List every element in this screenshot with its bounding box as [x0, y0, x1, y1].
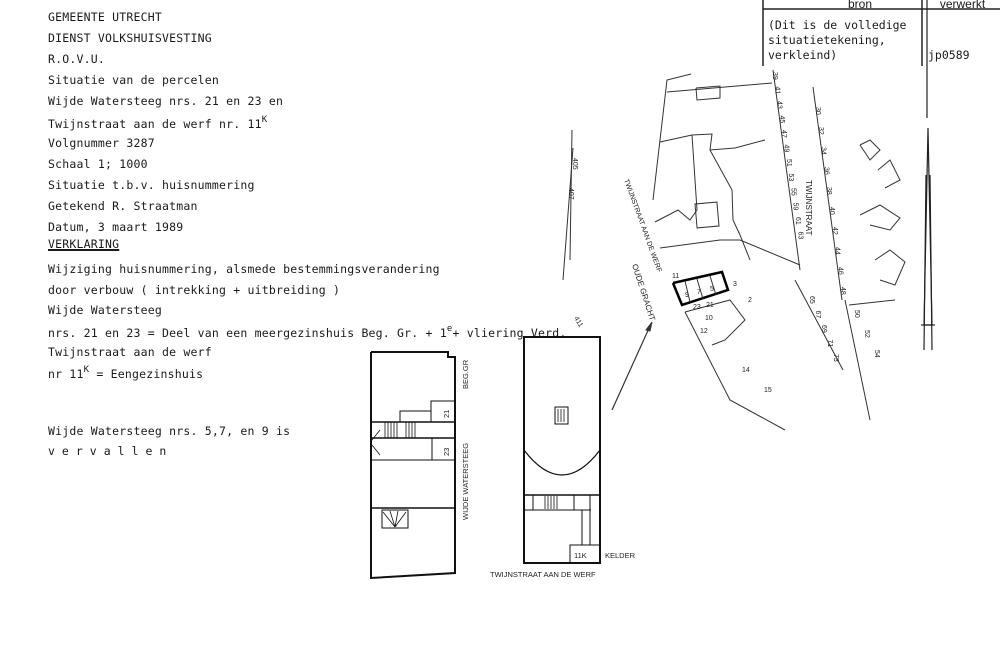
street-number: 54: [873, 350, 880, 358]
body-text: nrs. 21 en 23 = Deel van een meergezinsh…: [48, 326, 447, 340]
street-number: 36: [822, 167, 829, 175]
rovu-line: R.O.V.U.: [48, 52, 105, 66]
floor-plan-twijnstraat: [523, 336, 601, 564]
street-number: 40: [828, 207, 835, 215]
map-number: 9: [685, 292, 689, 299]
bron-line: verkleind): [768, 48, 838, 62]
north-arrow-icon: [921, 0, 935, 351]
table-lines: [762, 0, 1000, 66]
verklaring-heading: VERKLARING: [48, 237, 120, 251]
department-line: DIENST VOLKSHUISVESTING: [48, 31, 212, 45]
body-line: Wijde Watersteeg nrs. 5,7, en 9 is: [48, 424, 291, 438]
title-line: Situatie van de percelen: [48, 73, 219, 87]
superscript-k: K: [83, 365, 90, 375]
map-number: 411: [572, 316, 584, 329]
floor-plan-wijde-watersteeg: [370, 351, 456, 580]
street-number: 43: [776, 101, 783, 109]
superscript-k: K: [261, 115, 268, 125]
street-number: 41: [773, 87, 780, 95]
block-labels: 11 9 7 5 3 23 21 10 12 14 15 2: [672, 273, 772, 394]
left-plan-labels: BEG.GR 21 23 WIJDE WATERSTEEG: [442, 359, 470, 520]
street-number: 59: [792, 203, 799, 211]
street-number: 73: [832, 354, 839, 362]
street-label-werf: TWIJNSTRAAT AAN DE WERF: [622, 178, 662, 273]
street-number: 45: [778, 116, 785, 124]
body-line: Wijde Watersteeg: [48, 303, 162, 317]
table-bron-cell: (Dit is de volledige situatietekening, v…: [768, 18, 906, 63]
street-number: 65: [808, 296, 815, 304]
street-number: 50: [853, 310, 860, 318]
situation-map: [562, 69, 906, 431]
street-number: 55: [789, 188, 796, 196]
street-number: 52: [863, 330, 870, 338]
map-number: 3: [733, 281, 737, 288]
address-line: Wijde Watersteeg nrs. 21 en 23 en: [48, 94, 284, 108]
municipality-line: GEMEENTE UTRECHT: [48, 10, 162, 24]
street-number: 61: [794, 217, 801, 225]
street-number: 30: [814, 107, 821, 115]
street-number: 42: [831, 227, 838, 235]
table-verwerkt-cell: jp0589: [928, 48, 970, 62]
label-beg-gr: BEG.GR: [461, 359, 470, 389]
map-number: 10: [705, 315, 713, 322]
street-numbers-west-side: 39 41 43 45 47 49 51 53 55 59 61 63 65 67 69 71 73: [771, 72, 839, 362]
map-number: 7: [697, 289, 701, 296]
map-number: 5: [710, 286, 714, 293]
superscript-e: e: [446, 324, 453, 334]
bron-line: (Dit is de volledige: [768, 18, 907, 32]
right-plan-labels: 11K KELDER TWIJNSTRAAT AAN DE WERF: [490, 551, 636, 579]
body-line: vervallen: [48, 444, 174, 458]
street-number: 49: [783, 145, 790, 153]
street-number: 34: [820, 147, 827, 155]
label-23: 23: [442, 448, 451, 456]
map-number: 407: [567, 188, 574, 200]
body-line: nr 11K = Eengezinshuis: [48, 365, 203, 381]
street-number: 46: [836, 267, 843, 275]
body-text: nr 11: [48, 367, 84, 381]
street-number: 69: [820, 325, 827, 333]
map-number: 21: [706, 302, 714, 309]
sequence-number: Volgnummer 3287: [48, 136, 155, 150]
scale: Schaal 1; 1000: [48, 157, 148, 171]
table-header-bron: bron: [847, 0, 873, 11]
date: Datum, 3 maart 1989: [48, 220, 184, 234]
bron-line: situatietekening,: [768, 33, 886, 47]
label-21: 21: [442, 410, 451, 418]
street-number: 38: [825, 187, 832, 195]
map-number: 23: [693, 304, 701, 311]
street-number: 48: [839, 287, 846, 295]
street-number: 47: [780, 130, 787, 138]
street-number: 44: [834, 247, 841, 255]
street-numbers-east-side: 30 32 34 36 38 40 42 44 46 48 50 52 54: [814, 107, 880, 358]
drawn-by: Getekend R. Straatman: [48, 199, 198, 213]
street-number: 63: [796, 232, 803, 240]
map-number: 405: [571, 158, 578, 170]
table-header-verwerkt: verwerkt: [939, 0, 986, 11]
label-twijnstraat-werf: TWIJNSTRAAT AAN DE WERF: [490, 570, 596, 579]
purpose: Situatie t.b.v. huisnummering: [48, 178, 255, 192]
street-number: 67: [814, 311, 821, 319]
street-number: 71: [826, 340, 833, 348]
street-number: 53: [787, 174, 794, 182]
map-number: 15: [764, 387, 772, 394]
body-text: = Eengezinshuis: [89, 367, 204, 381]
body-line: door verbouw ( intrekking + uitbreiding …: [48, 283, 341, 297]
label-wijde-watersteeg: WIJDE WATERSTEEG: [461, 443, 470, 520]
street-number: 51: [785, 159, 792, 167]
body-line: Twijnstraat aan de werf: [48, 345, 212, 359]
map-number: 2: [748, 297, 752, 304]
address-line-2: Twijnstraat aan de werf nr. 11K: [48, 115, 267, 131]
address-text: Twijnstraat aan de werf nr. 11: [48, 117, 262, 131]
street-number: 39: [771, 72, 778, 80]
body-line: Wijziging huisnummering, alsmede bestemm…: [48, 262, 440, 276]
map-number: 11: [672, 273, 679, 280]
map-number: 12: [700, 328, 708, 335]
street-label-twijnstraat: TWIJNSTRAAT: [804, 180, 813, 236]
street-number: 32: [817, 127, 824, 135]
label-11k: 11K: [574, 551, 587, 560]
label-kelder: KELDER: [605, 551, 636, 560]
map-number: 14: [742, 367, 750, 374]
label-oude-gracht: OUDE GRACHT: [630, 263, 657, 322]
